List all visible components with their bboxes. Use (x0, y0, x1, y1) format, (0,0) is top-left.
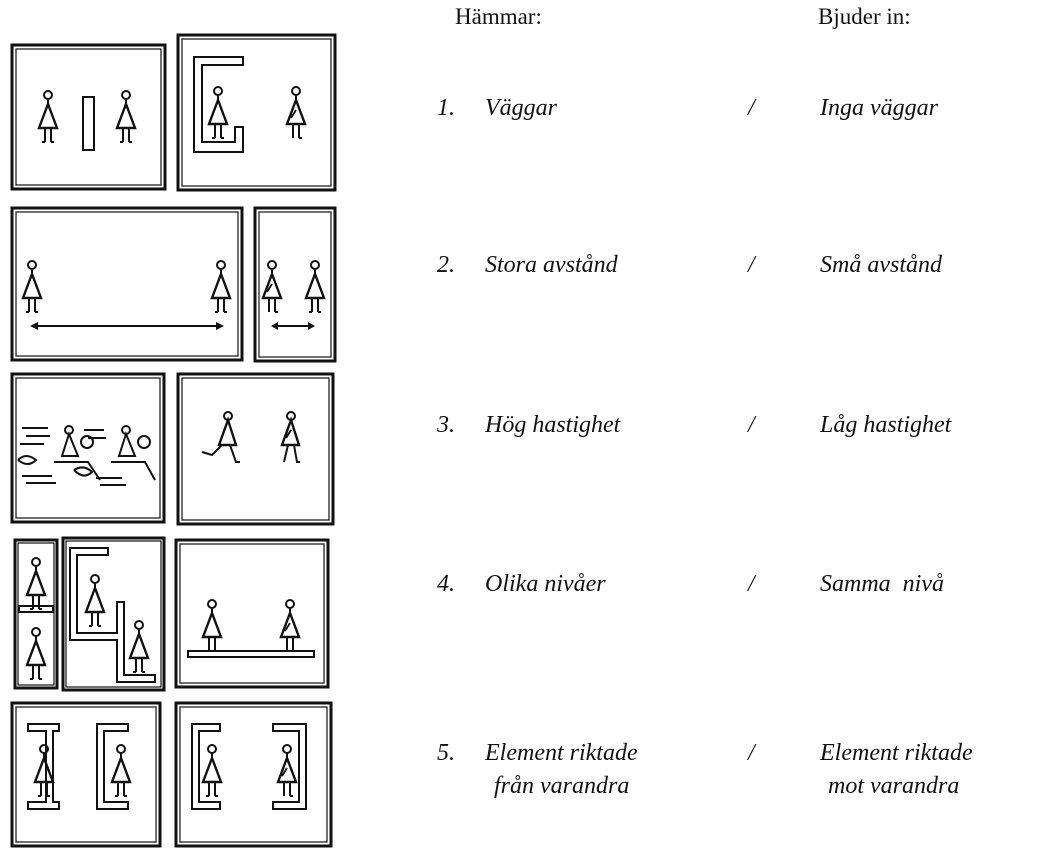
panel-low-speed-invite (176, 372, 335, 526)
separator: / (748, 571, 755, 597)
separator: / (748, 252, 755, 278)
panel-elements-apart-hinder (10, 701, 162, 848)
invite-label: Låg hastighet (820, 412, 952, 438)
header-hinders: Hämmar: (455, 4, 542, 29)
panel-no-walls-invite (176, 33, 337, 192)
separator: / (748, 740, 755, 766)
panel-elements-facing-invite (174, 701, 333, 848)
invite-label: Samma nivå (820, 571, 944, 597)
panel-large-distance-hinder (10, 206, 244, 362)
invite-label: Inga väggar (820, 95, 938, 121)
panel-levels-b-hinder (61, 536, 166, 692)
panel-high-speed-hinder (10, 372, 166, 524)
header-invites: Bjuder in: (818, 4, 911, 29)
invite-label-line2: mot varandra (828, 773, 960, 799)
invite-label: Element riktade (820, 740, 973, 766)
item-number: 1. (437, 95, 455, 121)
item-number: 2. (437, 252, 455, 278)
item-number: 4. (437, 571, 455, 597)
hinder-label: Väggar (485, 95, 557, 121)
panel-same-level-invite (174, 538, 330, 689)
hinder-label: Hög hastighet (485, 412, 621, 438)
invite-label: Små avstånd (820, 252, 942, 278)
hinder-label: Element riktade (485, 740, 638, 766)
separator: / (748, 412, 755, 438)
panel-small-distance-invite (253, 206, 337, 363)
panel-levels-a-hinder (13, 538, 59, 690)
item-number: 3. (437, 412, 455, 438)
item-number: 5. (437, 740, 455, 766)
hinder-label: Stora avstånd (485, 252, 618, 278)
separator: / (748, 95, 755, 121)
illustrations-panel (10, 33, 337, 848)
panel-walls-hinder (10, 43, 167, 191)
hinder-label-line2: från varandra (494, 773, 630, 799)
hinder-label: Olika nivåer (485, 571, 606, 597)
